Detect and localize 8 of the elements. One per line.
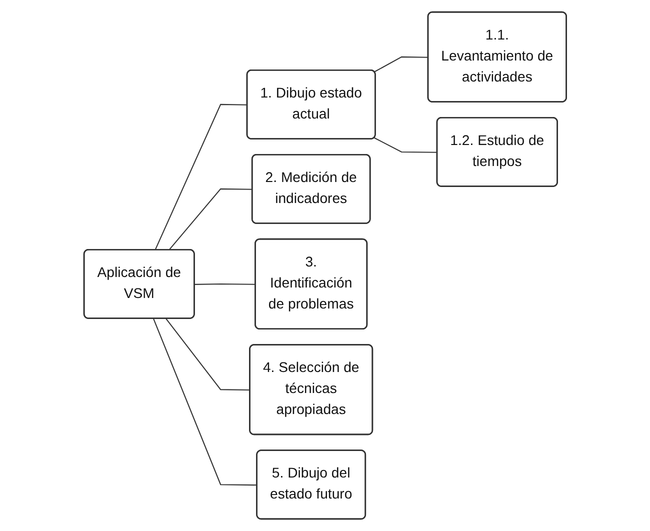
connector [168,188,252,250]
connector [194,283,256,285]
connector [165,318,250,391]
connector [154,104,248,250]
tree-diagram: Aplicación de VSM 1. Dibujo estado actual 1.1. Levantamiento de actividades 1.2. Estudio de tiempos 2. Medición de indicadores 3. Identificación de problemas 4. Selección de técnicas apropiadas 5. Dibujo del estado futuro [76,5,574,526]
connector [152,318,258,486]
connector [374,137,438,153]
connector [374,56,428,72]
